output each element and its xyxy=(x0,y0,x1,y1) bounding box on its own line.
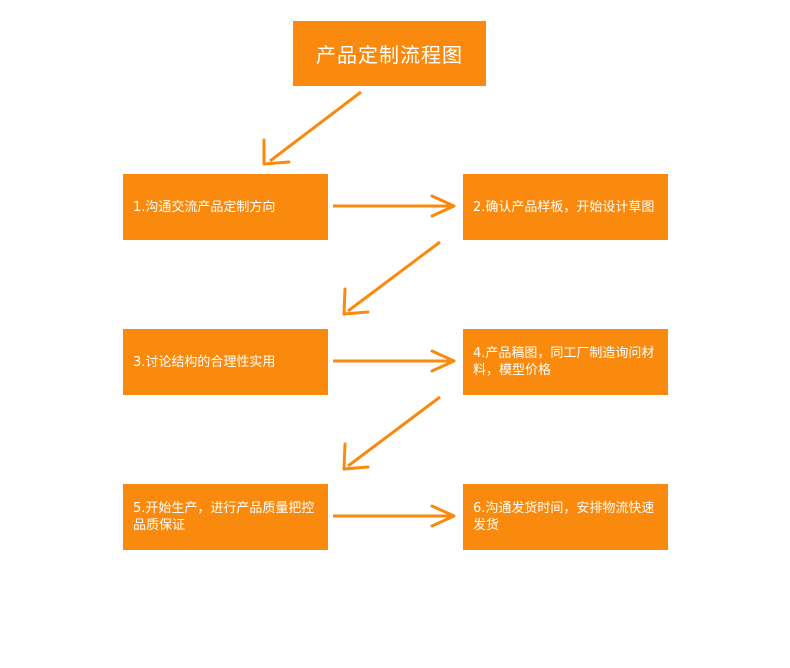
arrow-title-to-step1 xyxy=(262,90,362,166)
step-6-label: 6.沟通发货时间，安排物流快速发货 xyxy=(473,501,655,533)
step-5-label: 5.开始生产，进行产品质量把控品质保证 xyxy=(133,501,315,533)
arrow-step1-to-step2 xyxy=(333,194,456,218)
step-3-label: 3.讨论结构的合理性实用 xyxy=(133,354,276,370)
step-3-box: 3.讨论结构的合理性实用 xyxy=(123,329,328,395)
arrow-step4-to-step5 xyxy=(342,395,441,471)
step-1-label: 1.沟通交流产品定制方向 xyxy=(133,199,276,215)
step-1-box: 1.沟通交流产品定制方向 xyxy=(123,174,328,240)
step-2-label: 2.确认产品样板，开始设计草图 xyxy=(473,199,655,215)
step-6-box: 6.沟通发货时间，安排物流快速发货 xyxy=(463,484,668,550)
arrow-step3-to-step4 xyxy=(333,349,456,373)
step-4-label: 4.产品稿图，同工厂制造询问材料，模型价格 xyxy=(473,346,655,378)
step-2-box: 2.确认产品样板，开始设计草图 xyxy=(463,174,668,240)
flowchart-title: 产品定制流程图 xyxy=(293,21,486,86)
arrow-step5-to-step6 xyxy=(333,504,456,528)
arrow-step2-to-step3 xyxy=(342,240,441,316)
step-4-box: 4.产品稿图，同工厂制造询问材料，模型价格 xyxy=(463,329,668,395)
step-5-box: 5.开始生产，进行产品质量把控品质保证 xyxy=(123,484,328,550)
